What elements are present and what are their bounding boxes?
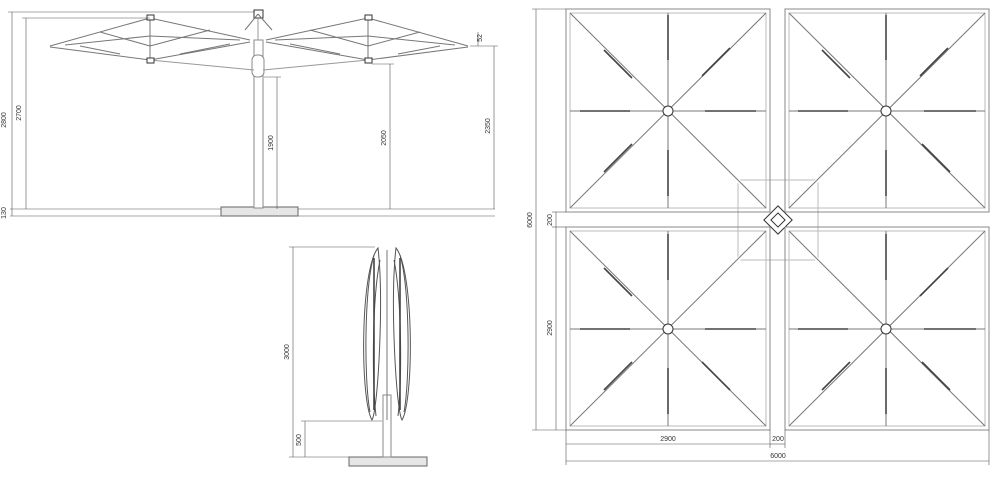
top-hub-bottom-left <box>662 323 674 335</box>
top-hub-top-right <box>880 105 892 117</box>
side-canopy-right <box>262 14 469 71</box>
side-hub-right-top <box>364 14 373 21</box>
side-pole-crank <box>251 54 265 78</box>
side-hub-left-top <box>146 14 155 21</box>
side-canopy-left <box>49 14 255 71</box>
top-view: 6000 200 2900 2900 200 6000 <box>527 8 990 465</box>
folded-dimensions: 3000 500 <box>284 246 382 458</box>
top-canopy-top-right <box>784 8 990 213</box>
folded-base-plate <box>348 456 428 467</box>
dim-folded-base: 500 <box>296 434 303 446</box>
dim-inner-height: 2050 <box>381 130 388 146</box>
dim-top-canopy-width: 2900 <box>660 436 676 443</box>
top-dimensions: 6000 200 2900 2900 200 6000 <box>527 8 990 465</box>
dim-folded-height: 3000 <box>284 344 291 360</box>
dim-edge-height: 2350 <box>485 118 492 134</box>
dim-top-total: 6000 <box>527 212 534 228</box>
folded-view: 3000 500 <box>284 246 428 467</box>
side-dimensions: 2800 2700 1900 2050 2350 52 130 <box>1 11 498 219</box>
top-canopy-bottom-right <box>784 226 990 431</box>
dim-tilt: 52 <box>477 34 484 42</box>
dim-crank: 1900 <box>268 135 275 151</box>
dim-canopy-edge: 2700 <box>16 105 23 121</box>
top-canopy-bottom-left <box>565 226 771 431</box>
dim-top-gap-width: 200 <box>772 436 784 443</box>
side-hub-right-bottom <box>364 57 373 64</box>
top-canopy-top-left <box>565 8 771 213</box>
dim-top-total-width: 6000 <box>770 453 786 460</box>
top-hub-top-left <box>662 105 674 117</box>
dim-base: 130 <box>1 207 8 219</box>
side-hub-left-bottom <box>146 57 155 64</box>
dim-top-canopy: 2900 <box>547 320 554 336</box>
dim-total-height: 2800 <box>1 112 8 128</box>
top-hub-bottom-right <box>880 323 892 335</box>
folded-canopy-left <box>363 246 381 421</box>
side-view: 2800 2700 1900 2050 2350 52 130 <box>1 9 498 219</box>
dim-top-gap: 200 <box>547 214 554 226</box>
top-center-box <box>737 179 819 261</box>
folded-canopy-right <box>393 246 411 421</box>
